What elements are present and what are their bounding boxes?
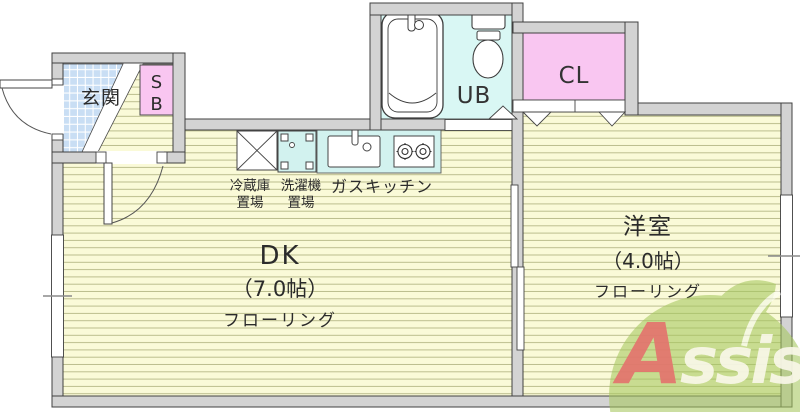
wall-closet-right [624, 21, 639, 116]
fridge-space-icon [236, 130, 278, 171]
wall-bath-left [369, 2, 382, 131]
gas-kitchen-label: ガスキッチン [331, 177, 433, 196]
interior-door-swing [95, 151, 168, 225]
wall-entrance-top [51, 52, 186, 64]
sliding-door [510, 184, 525, 351]
shoebox-label-b: B [150, 94, 162, 115]
unit-bath-label: UB [457, 83, 492, 109]
faucet-icon [351, 127, 359, 146]
doors-and-windows [0, 78, 800, 358]
closet-label: CL [559, 63, 590, 89]
wall-closet-top [512, 21, 639, 34]
closet-folding-door [512, 99, 627, 127]
western-room-size: （4.0帖） [602, 249, 694, 273]
assist-logo-text: Assist [612, 305, 800, 403]
drain-icon [362, 142, 372, 152]
assist-logo-rest: ssist [680, 325, 800, 399]
wall-bath-top [369, 2, 524, 16]
entrance-label: 玄関 [81, 87, 121, 109]
assist-logo-leaf-icon [609, 280, 800, 412]
wall-entrance-right [172, 52, 186, 164]
wall-kitchen-top [184, 118, 446, 131]
window-right [768, 194, 800, 318]
bath-door [444, 105, 519, 131]
kitchen-fixtures [236, 127, 442, 174]
dk-room-name: DK [259, 241, 300, 271]
western-room-name: 洋室 [623, 214, 673, 240]
assist-logo-letter-a: A [612, 305, 680, 403]
washer-space-icon [277, 130, 317, 173]
bath-fixtures [381, 8, 506, 119]
dk-room-size: （7.0帖） [232, 277, 328, 301]
dk-floor-type: フローリング [223, 311, 337, 331]
shoebox-label-s: S [151, 72, 162, 93]
entry-door-swing [0, 78, 64, 141]
stove-icon [393, 135, 435, 168]
bathtub-icon [381, 8, 444, 119]
stove-burner-left-icon [396, 143, 414, 160]
fridge-space-label-line2: 置場 [237, 195, 264, 211]
labels: 玄関 S B UB CL 冷蔵庫 置場 洗濯機 置場 ガスキッチン DK （7.… [81, 63, 702, 331]
window-left [43, 234, 72, 358]
western-floor-type: フローリング [594, 282, 702, 301]
washer-space-label-line2: 置場 [288, 195, 315, 211]
shoebox [139, 64, 174, 116]
closet-interior [522, 32, 626, 101]
fridge-space-label-line1: 冷蔵庫 [230, 178, 271, 194]
assist-logo: Assist [609, 280, 800, 412]
stove-burner-right-icon [414, 143, 432, 160]
wall-western-top [637, 102, 782, 116]
washer-space-label-line1: 洗濯機 [281, 178, 322, 194]
toilet-icon [471, 11, 506, 79]
